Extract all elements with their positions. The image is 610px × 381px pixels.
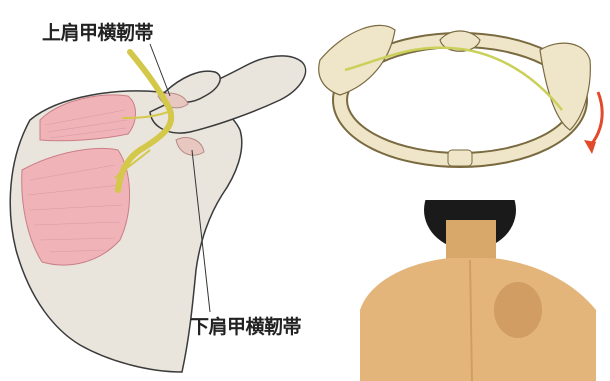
superior-ligament-label: 上肩甲横靭帯 bbox=[42, 18, 153, 45]
sternum-bone bbox=[448, 150, 472, 166]
muscle-atrophy-shadow bbox=[494, 282, 542, 338]
left-scapula-bone bbox=[319, 25, 395, 95]
inferior-ligament-label: 下肩甲横靭帯 bbox=[190, 312, 301, 339]
thorax-illustration bbox=[300, 0, 610, 190]
curved-arrow-icon bbox=[590, 92, 602, 146]
supraspinatus-muscle bbox=[40, 95, 136, 141]
arrow-head bbox=[584, 140, 596, 154]
back-photo bbox=[360, 200, 596, 381]
back-drawing bbox=[360, 200, 596, 381]
thorax-drawing bbox=[300, 0, 610, 190]
